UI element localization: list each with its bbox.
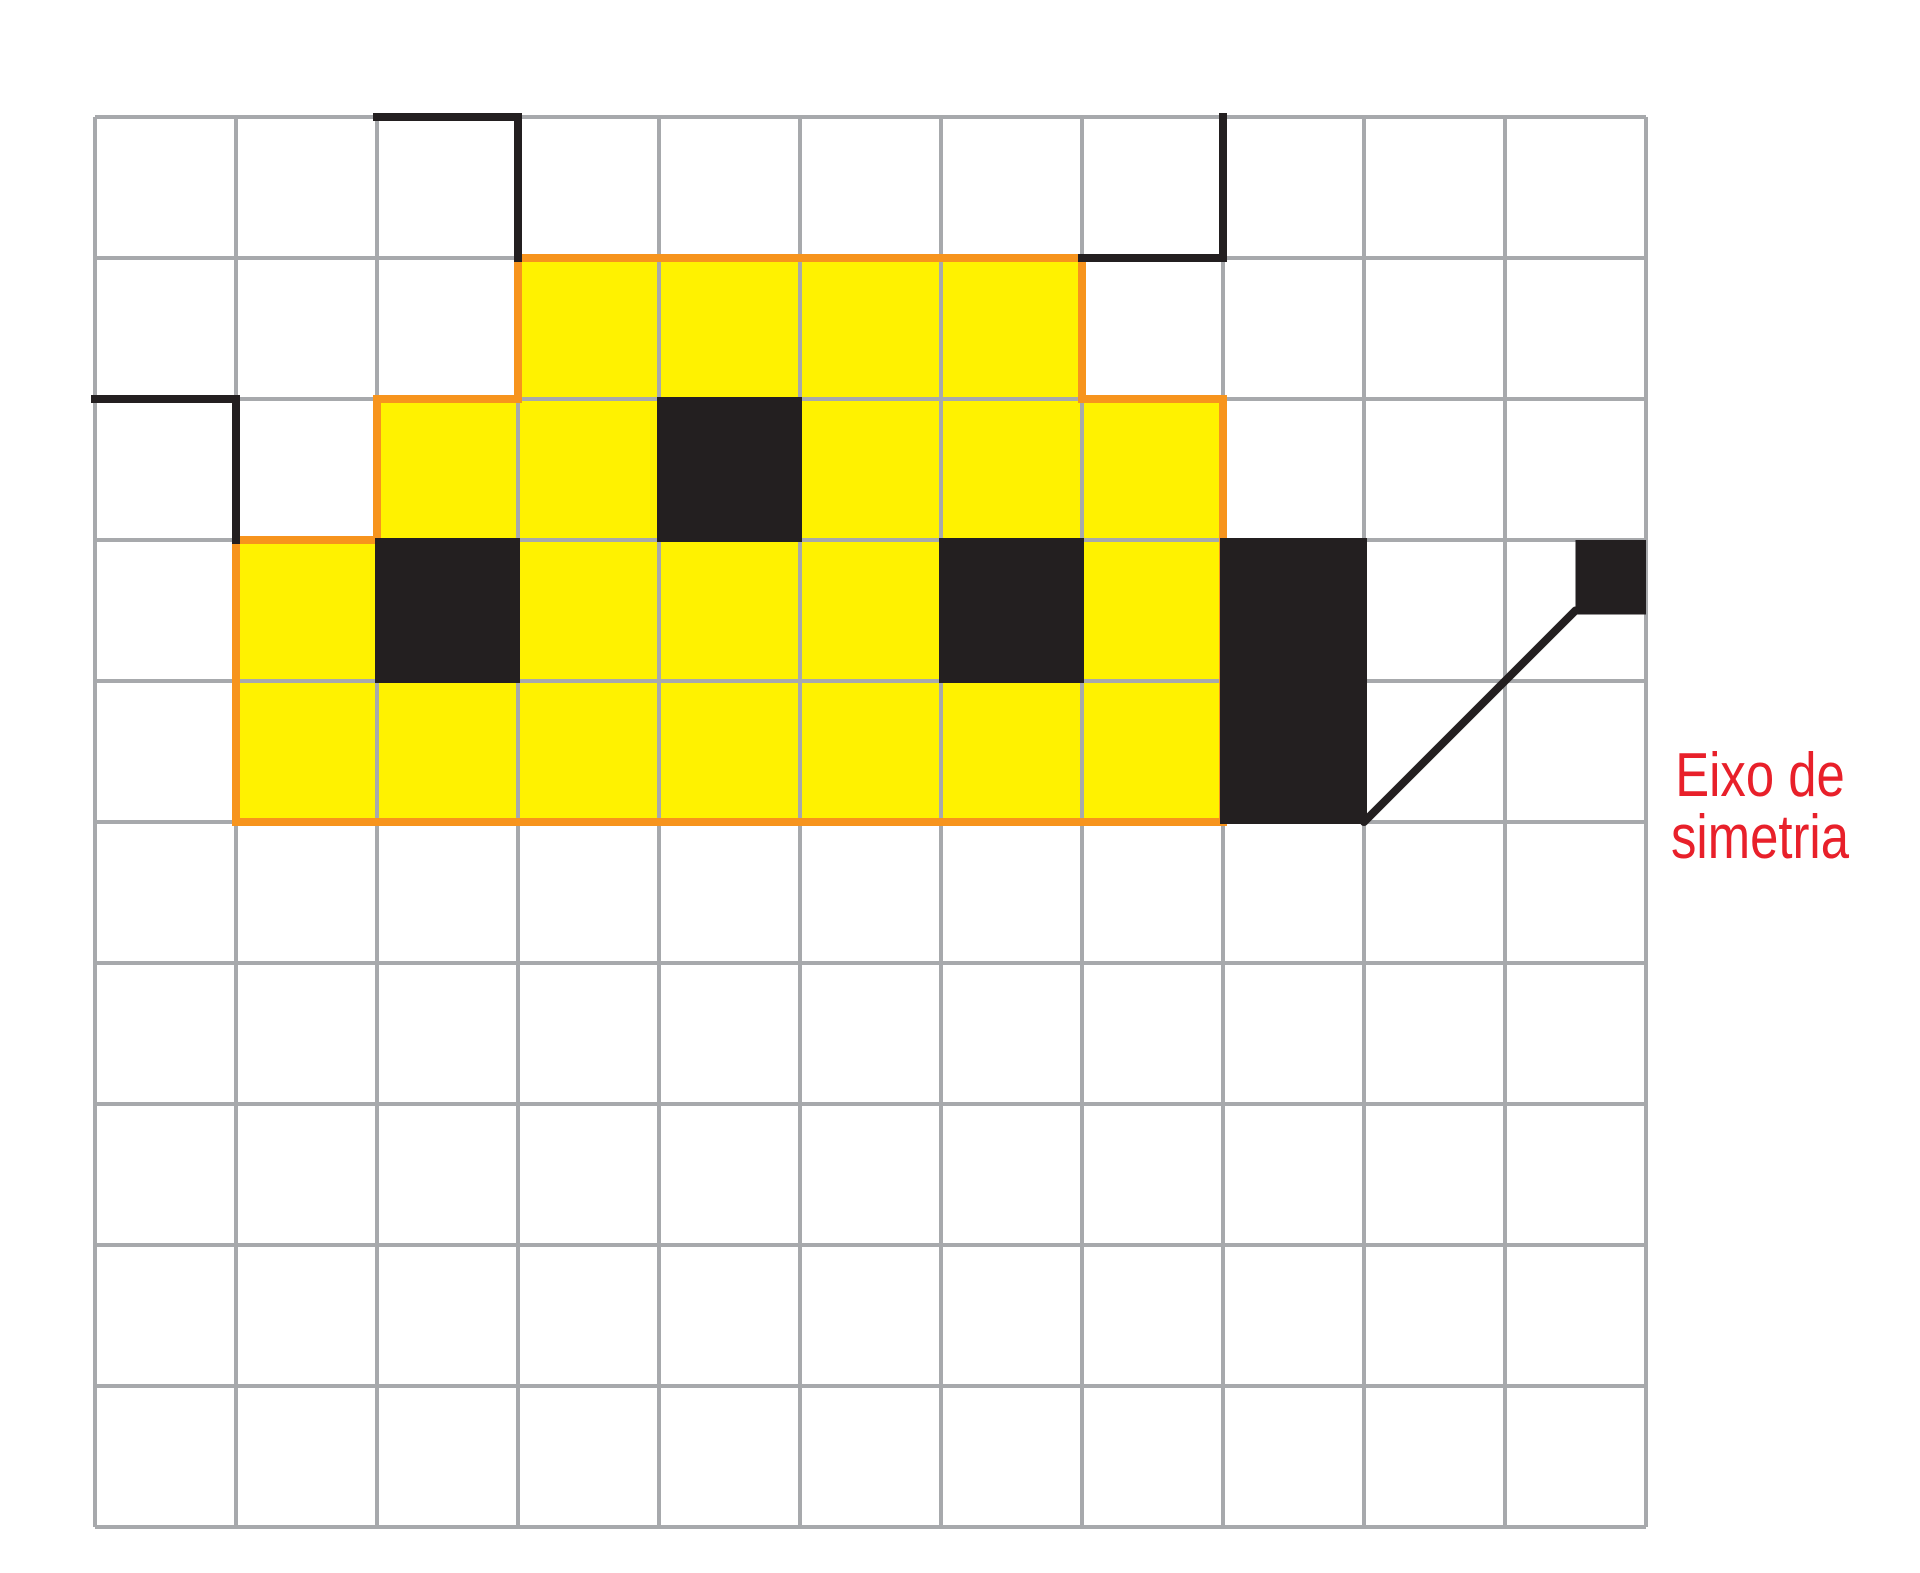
yellow-cell xyxy=(1082,681,1223,822)
symmetry-axis-label: Eixo de simetria xyxy=(1662,745,1859,869)
yellow-cell xyxy=(518,399,659,540)
yellow-cell xyxy=(236,540,377,681)
yellow-cell xyxy=(1082,399,1223,540)
black-bar xyxy=(1220,538,1367,824)
yellow-cell xyxy=(941,399,1082,540)
yellow-cell xyxy=(941,681,1082,822)
black-step-left xyxy=(91,395,240,544)
small-black-square xyxy=(1575,540,1646,615)
symmetry-axis-label-line-2: simetria xyxy=(1671,803,1849,872)
black-step-top-left xyxy=(373,113,522,262)
black-square-top-center xyxy=(657,397,802,542)
yellow-cell xyxy=(941,258,1082,399)
black-square-right xyxy=(939,538,1084,683)
black-diagonal-line xyxy=(1360,606,1580,826)
yellow-cell xyxy=(800,681,941,822)
yellow-cell xyxy=(377,681,518,822)
yellow-cell xyxy=(659,681,800,822)
yellow-cell xyxy=(518,540,659,681)
yellow-cell xyxy=(800,540,941,681)
yellow-cell xyxy=(236,681,377,822)
yellow-cell xyxy=(800,258,941,399)
black-squares-layer xyxy=(375,397,1646,824)
yellow-cell xyxy=(659,258,800,399)
black-step-top-right xyxy=(1078,113,1227,262)
symmetry-axis-label-line-1: Eixo de xyxy=(1675,741,1845,810)
yellow-cell xyxy=(800,399,941,540)
yellow-cell xyxy=(659,540,800,681)
yellow-cell xyxy=(518,681,659,822)
shape-outline-layer xyxy=(232,254,1227,826)
yellow-cell xyxy=(1082,540,1223,681)
yellow-cell xyxy=(377,399,518,540)
black-strokes-layer xyxy=(91,113,1580,826)
black-square-left xyxy=(375,538,520,683)
yellow-cell xyxy=(518,258,659,399)
